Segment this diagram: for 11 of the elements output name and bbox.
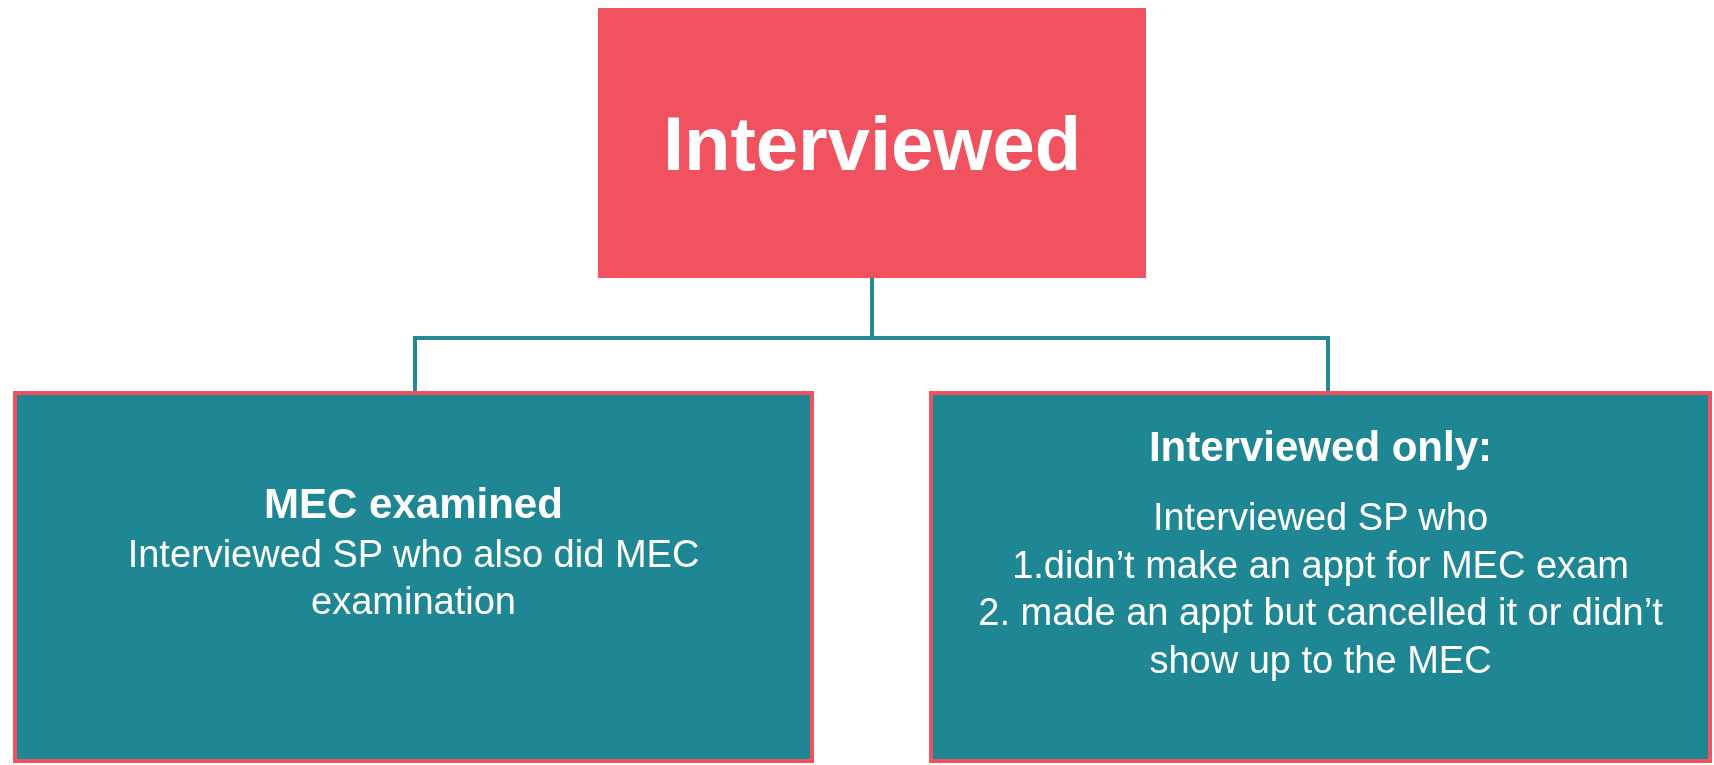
list-line: 1.didn’t make an appt for MEC exam — [1012, 542, 1629, 588]
box-heading: Interviewed only: — [1148, 422, 1493, 472]
list-line: 2. made an appt but cancelled it or didn’t show up to the MEC — [977, 590, 1664, 683]
category-box — [13, 391, 814, 763]
category-box — [929, 391, 1712, 763]
connector-line — [870, 278, 1330, 391]
list-line: Interviewed SP who — [1152, 495, 1489, 541]
box-heading: Interviewed — [662, 99, 1082, 188]
box-heading: MEC examined — [264, 479, 563, 530]
box-description: Interviewed SP who also did MEC examination — [126, 531, 701, 625]
root-box — [598, 8, 1146, 278]
